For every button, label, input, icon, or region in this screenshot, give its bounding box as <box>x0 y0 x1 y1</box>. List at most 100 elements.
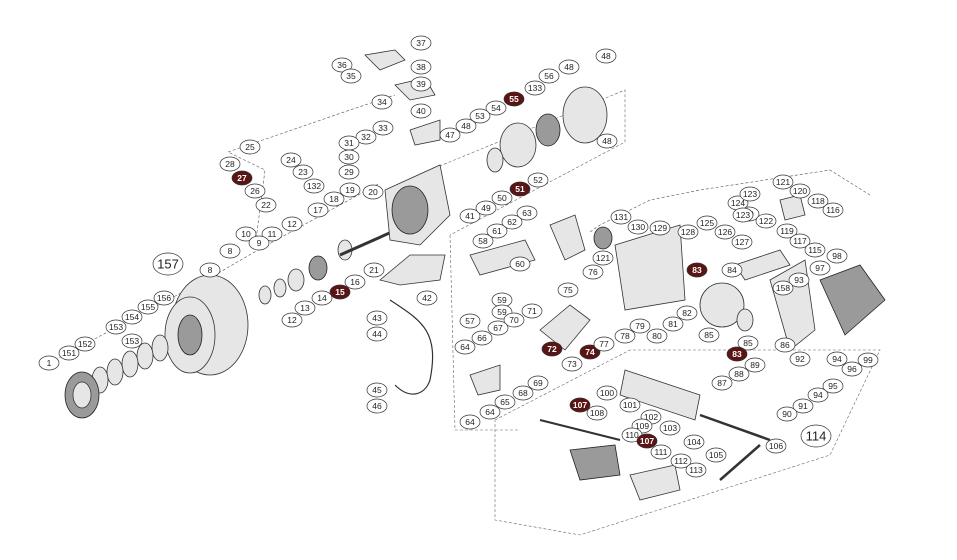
callout-label: 64 <box>460 342 470 352</box>
callout-152: 152 <box>74 336 96 352</box>
callout-label: 42 <box>422 293 432 303</box>
callout-bubble <box>294 300 316 316</box>
handle-crank <box>719 444 761 481</box>
callout-15: 15 <box>329 284 351 300</box>
callout-label: 33 <box>378 123 388 133</box>
callout-38: 38 <box>410 59 432 75</box>
callout-label: 34 <box>377 97 387 107</box>
callout-bubble <box>721 262 743 278</box>
bail-support <box>409 119 441 146</box>
callout-35: 35 <box>340 68 362 84</box>
callout-13: 13 <box>294 300 316 316</box>
callout-24: 24 <box>280 152 302 168</box>
callout-111: 111 <box>650 444 672 460</box>
callout-bubble <box>629 318 651 334</box>
callout-bubble <box>822 378 844 394</box>
callout-bubble <box>776 223 798 239</box>
callout-bubble <box>311 290 333 306</box>
callout-label: 40 <box>416 106 426 116</box>
callout-bubble <box>363 262 385 278</box>
callout-69: 69 <box>527 375 549 391</box>
callout-156: 156 <box>153 290 175 306</box>
callout-label: 48 <box>602 136 612 146</box>
callout-8: 8 <box>219 243 241 259</box>
callout-88: 88 <box>728 366 750 382</box>
callout-48: 48 <box>558 59 580 75</box>
callout-label: 68 <box>518 388 528 398</box>
callout-bubble <box>152 252 184 276</box>
callout-130: 130 <box>627 219 649 235</box>
callout-49: 49 <box>475 200 497 216</box>
callout-bubble <box>74 336 96 352</box>
callout-label: 153 <box>125 336 139 346</box>
callout-75: 75 <box>557 282 579 298</box>
drag-knob-cap <box>72 381 92 409</box>
callout-label: 157 <box>157 257 179 272</box>
callout-bubble <box>788 272 810 288</box>
callout-58: 58 <box>472 233 494 249</box>
callout-label: 117 <box>793 236 807 246</box>
callout-label: 35 <box>346 71 356 81</box>
callout-bubble <box>362 184 384 200</box>
callout-bubble <box>822 202 844 218</box>
callout-label: 22 <box>261 200 271 210</box>
callout-64: 64 <box>479 404 501 420</box>
callout-label: 74 <box>585 347 595 357</box>
callout-bubble <box>610 209 632 225</box>
callout-157: 157 <box>152 252 184 276</box>
callout-bubble <box>416 290 438 306</box>
callout-label: 110 <box>625 430 639 440</box>
callout-label: 151 <box>62 348 76 358</box>
callout-bubble <box>521 303 543 319</box>
callout-115: 115 <box>804 242 826 258</box>
callout-label: 66 <box>477 333 487 343</box>
callout-73: 73 <box>561 356 583 372</box>
callout-label: 102 <box>644 412 658 422</box>
callout-84: 84 <box>721 262 743 278</box>
callout-bubble <box>731 234 753 250</box>
callout-label: 80 <box>652 331 662 341</box>
callout-17: 17 <box>307 202 329 218</box>
body-cover <box>819 264 886 336</box>
callout-48: 48 <box>455 118 477 134</box>
callout-label: 94 <box>832 354 842 364</box>
callout-45: 45 <box>366 382 388 398</box>
callout-bubble <box>646 328 668 344</box>
callout-bubble <box>239 139 261 155</box>
callout-bubble <box>744 357 766 373</box>
callout-bubble <box>487 320 509 336</box>
callout-label: 114 <box>806 429 827 444</box>
callout-bubble <box>728 366 750 382</box>
callout-bubble <box>454 339 476 355</box>
callout-94: 94 <box>807 387 829 403</box>
callout-64: 64 <box>454 339 476 355</box>
callout-bubble <box>732 207 754 223</box>
callout-bubble <box>595 48 617 64</box>
callout-label: 24 <box>286 155 296 165</box>
callout-label: 76 <box>588 267 598 277</box>
callout-label: 12 <box>287 315 297 325</box>
callout-bubble <box>737 335 759 351</box>
callout-label: 23 <box>298 167 308 177</box>
callout-bubble <box>475 200 497 216</box>
callout-53: 53 <box>469 108 491 124</box>
anti-reverse-clip <box>779 194 806 221</box>
callout-121: 121 <box>592 250 614 266</box>
callout-14: 14 <box>311 290 333 306</box>
callout-label: 37 <box>416 38 426 48</box>
callout-33: 33 <box>372 120 394 136</box>
callout-label: 15 <box>335 287 345 297</box>
callout-label: 94 <box>813 390 823 400</box>
callout-label: 131 <box>614 212 628 222</box>
callout-label: 38 <box>416 62 426 72</box>
callout-67: 67 <box>487 320 509 336</box>
callout-79: 79 <box>629 318 651 334</box>
callout-bubble <box>331 57 353 73</box>
callout-label: 154 <box>125 312 139 322</box>
callout-bubble <box>486 223 508 239</box>
callout-label: 71 <box>527 306 537 316</box>
callout-label: 101 <box>623 400 637 410</box>
callout-bubble <box>792 398 814 414</box>
callout-42: 42 <box>416 290 438 306</box>
callout-label: 79 <box>635 321 645 331</box>
